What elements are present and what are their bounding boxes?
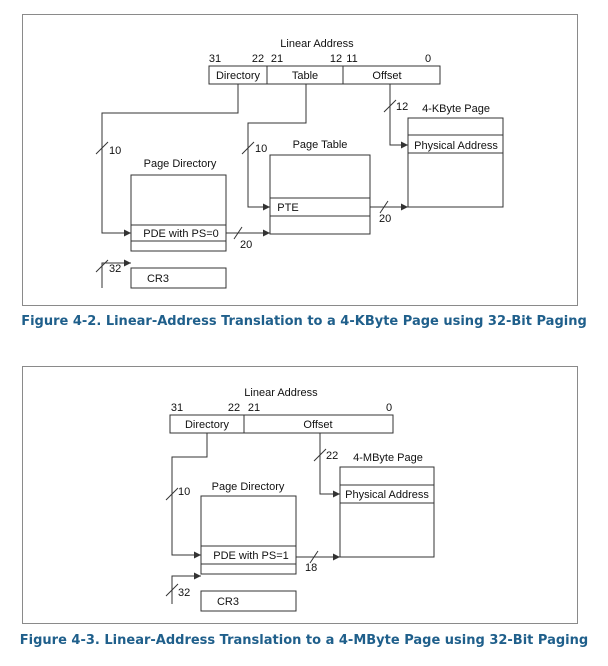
width-22: 22 xyxy=(326,450,338,462)
bit-21-label: 21 xyxy=(271,53,283,65)
page-directory-label-2: Page Directory xyxy=(212,481,285,493)
cr3-box-2 xyxy=(200,590,297,612)
directory-field: Directory xyxy=(216,70,261,82)
bit-12-label: 12 xyxy=(330,53,342,65)
directory-arrow xyxy=(101,84,239,237)
linear-address-title-2: Linear Address xyxy=(244,387,318,399)
offset-field-2: Offset xyxy=(303,419,332,431)
width-20b: 20 xyxy=(379,213,391,225)
figure-4-2-caption: Figure 4-2. Linear-Address Translation t… xyxy=(21,314,587,329)
figure-4-3-panel xyxy=(22,366,578,624)
linear-address-title: Linear Address xyxy=(280,38,354,50)
physical-address-label: Physical Address xyxy=(414,140,498,152)
slash-32-2 xyxy=(165,583,179,597)
offset-arrow-2 xyxy=(319,433,340,498)
bit-11-label: 11 xyxy=(346,53,357,65)
slash-20a xyxy=(233,226,243,240)
page-directory-box-2 xyxy=(200,495,297,575)
linear-address-box-2 xyxy=(169,414,394,434)
cr3-label: CR3 xyxy=(147,273,169,285)
cr3-arrow xyxy=(101,259,131,288)
figure-4-2-labels: Linear Address 31 22 21 12 11 0 Director… xyxy=(109,38,498,285)
cr3-box xyxy=(130,267,227,289)
page-4m-label: 4-MByte Page xyxy=(353,452,423,464)
page-4m-box xyxy=(339,466,435,558)
page-4k-label: 4-KByte Page xyxy=(422,103,490,115)
width-18: 18 xyxy=(305,562,317,574)
page-4k-box xyxy=(407,117,504,208)
page-directory-box xyxy=(130,174,227,252)
page-table-label: Page Table xyxy=(293,139,348,151)
width-10b: 10 xyxy=(255,143,267,155)
bit-0-label-2: 0 xyxy=(386,402,392,414)
offset-field: Offset xyxy=(372,70,401,82)
page-directory-label: Page Directory xyxy=(144,158,217,170)
width-20a: 20 xyxy=(240,239,252,251)
directory-field-2: Directory xyxy=(185,419,230,431)
bit-21-label-2: 21 xyxy=(248,402,260,414)
offset-arrow xyxy=(389,84,408,149)
slash-10b xyxy=(241,141,255,155)
page-table-box xyxy=(269,154,371,235)
width-32: 32 xyxy=(109,263,121,275)
figure-4-3 xyxy=(165,414,435,612)
width-10: 10 xyxy=(178,486,190,498)
cr3-label-2: CR3 xyxy=(217,596,239,608)
slash-10a xyxy=(95,141,109,155)
figure-4-3-labels: Linear Address 31 22 21 0 Directory Offs… xyxy=(171,387,430,608)
slash-10 xyxy=(165,487,179,501)
bit-0-label: 0 xyxy=(425,53,431,65)
slash-32 xyxy=(95,259,109,273)
cr3-arrow-2 xyxy=(171,572,201,604)
directory-arrow-2 xyxy=(171,433,208,559)
slash-18 xyxy=(309,550,319,564)
width-32-2: 32 xyxy=(178,587,190,599)
physical-address-label-2: Physical Address xyxy=(345,489,429,501)
bit-31-label: 31 xyxy=(209,53,221,65)
table-arrow xyxy=(247,84,307,211)
figure-4-3-caption: Figure 4-3. Linear-Address Translation t… xyxy=(19,633,589,648)
slash-12 xyxy=(383,99,397,113)
slash-20b xyxy=(379,200,389,214)
pte-label: PTE xyxy=(277,202,298,214)
figure-4-2 xyxy=(95,65,504,289)
bit-31-label-2: 31 xyxy=(171,402,183,414)
pde-label: PDE with PS=0 xyxy=(143,228,219,240)
width-10a: 10 xyxy=(109,145,121,157)
slash-22 xyxy=(313,448,327,462)
bit-22-label-2: 22 xyxy=(228,402,240,414)
width-12: 12 xyxy=(396,101,408,113)
bit-22-label: 22 xyxy=(252,53,264,65)
pde-label-2: PDE with PS=1 xyxy=(213,550,289,562)
table-field: Table xyxy=(292,70,318,82)
